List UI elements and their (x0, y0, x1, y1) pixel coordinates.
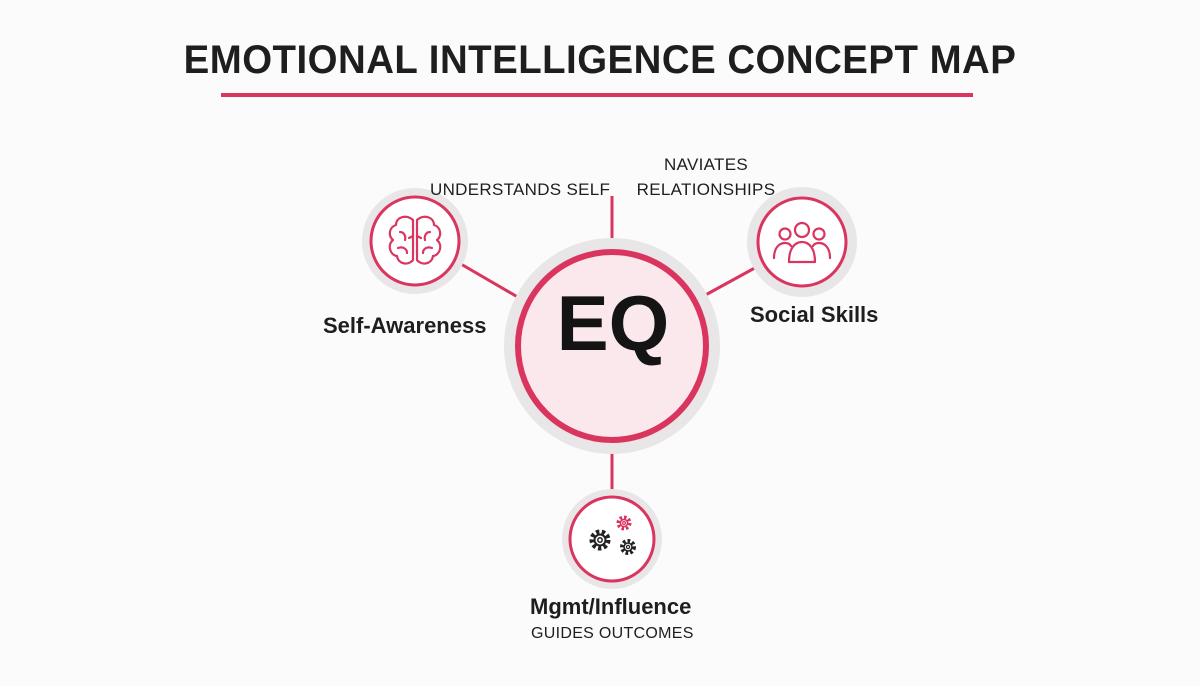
edge-label-understands-self: UNDERSTANDS SELF (430, 180, 611, 199)
brain-icon (388, 215, 442, 265)
page-title: EMOTIONAL INTELLIGENCE CONCEPT MAP (183, 38, 1017, 82)
connector-self-awareness (453, 258, 529, 305)
gears-icon (589, 515, 636, 555)
edge-label-line-2: RELATIONSHIPS (636, 179, 776, 199)
center-label: EQ (556, 279, 670, 367)
edge-label-line-1: NAVIATES (664, 155, 748, 174)
node-label-social-skills: Social Skills (750, 302, 879, 327)
node-social-skills (747, 187, 857, 297)
node-label-mgmt-influence: Mgmt/Influence (530, 594, 692, 619)
node-label-self-awareness: Self-Awareness (323, 313, 487, 338)
title-underline (221, 93, 973, 97)
edge-label-guides-outcomes: GUIDES OUTCOMES (531, 625, 694, 642)
edge-label-navigates-relationships: NAVIATES RELATIONSHIPS (636, 153, 776, 202)
people-group-icon (772, 221, 832, 264)
connector-social-skills (699, 262, 763, 300)
node-mgmt-influence (562, 489, 662, 589)
center-node (504, 238, 720, 454)
node-self-awareness (362, 188, 468, 294)
